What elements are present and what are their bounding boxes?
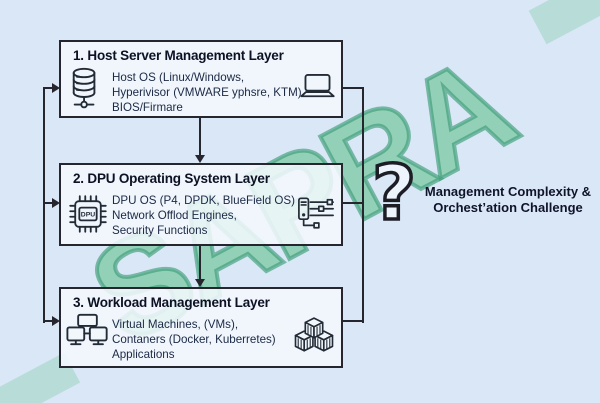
right-stub-3 — [343, 320, 364, 322]
dpu-chip-icon: DPU — [67, 193, 109, 235]
left-stub-2 — [43, 202, 53, 204]
layer-box-dpu-os: 2. DPU Operating System Layer DPU DPU OS… — [59, 163, 343, 246]
right-stub-2 — [343, 202, 364, 204]
dpu-chip-label: DPU — [81, 212, 95, 219]
challenge-line-1: Management Complexity & — [424, 184, 592, 199]
arrow-down-2-3-icon — [195, 279, 205, 287]
challenge-line-2: Orchest’ation Challenge — [433, 200, 583, 215]
layer-1-title: 1. Host Server Management Layer — [73, 48, 284, 63]
arrow-down-1-2-icon — [195, 155, 205, 163]
layer-box-host-server: 1. Host Server Management Layer Host OS … — [59, 40, 343, 118]
flow-line-2-3 — [199, 246, 201, 280]
flow-line-1-2 — [199, 118, 201, 156]
layer-2-title: 2. DPU Operating System Layer — [73, 171, 270, 186]
right-stub-1 — [343, 87, 364, 89]
left-stub-1 — [43, 87, 53, 89]
left-connector-line — [43, 87, 45, 323]
arrow-into-layer-2-icon — [52, 198, 60, 208]
layer-1-description: Host OS (Linux/Windows, Hyperivisor (VMW… — [112, 71, 302, 114]
watermark-fragment-top-right — [528, 0, 600, 45]
left-stub-3 — [43, 320, 53, 322]
challenge-label: Management Complexity & Orchest’ation Ch… — [417, 184, 599, 216]
layer-3-title: 3. Workload Management Layer — [73, 295, 270, 310]
question-mark-icon: ? — [370, 148, 418, 237]
arrow-into-layer-3-icon — [52, 316, 60, 326]
network-switch-icon — [297, 196, 335, 231]
layer-box-workload: 3. Workload Management Layer Virtual Mac… — [59, 287, 343, 368]
virtual-machines-icon — [66, 313, 109, 353]
server-database-icon — [69, 66, 101, 112]
laptop-icon — [299, 73, 336, 101]
arrow-into-layer-1-icon — [52, 83, 60, 93]
layer-2-description: DPU OS (P4, DPDK, BlueField OS) Network … — [112, 194, 295, 237]
layer-3-description: Virtual Machines, (VMs), Contaners (Dock… — [112, 318, 276, 361]
right-connector-line — [362, 87, 364, 323]
containers-icon — [292, 317, 336, 354]
